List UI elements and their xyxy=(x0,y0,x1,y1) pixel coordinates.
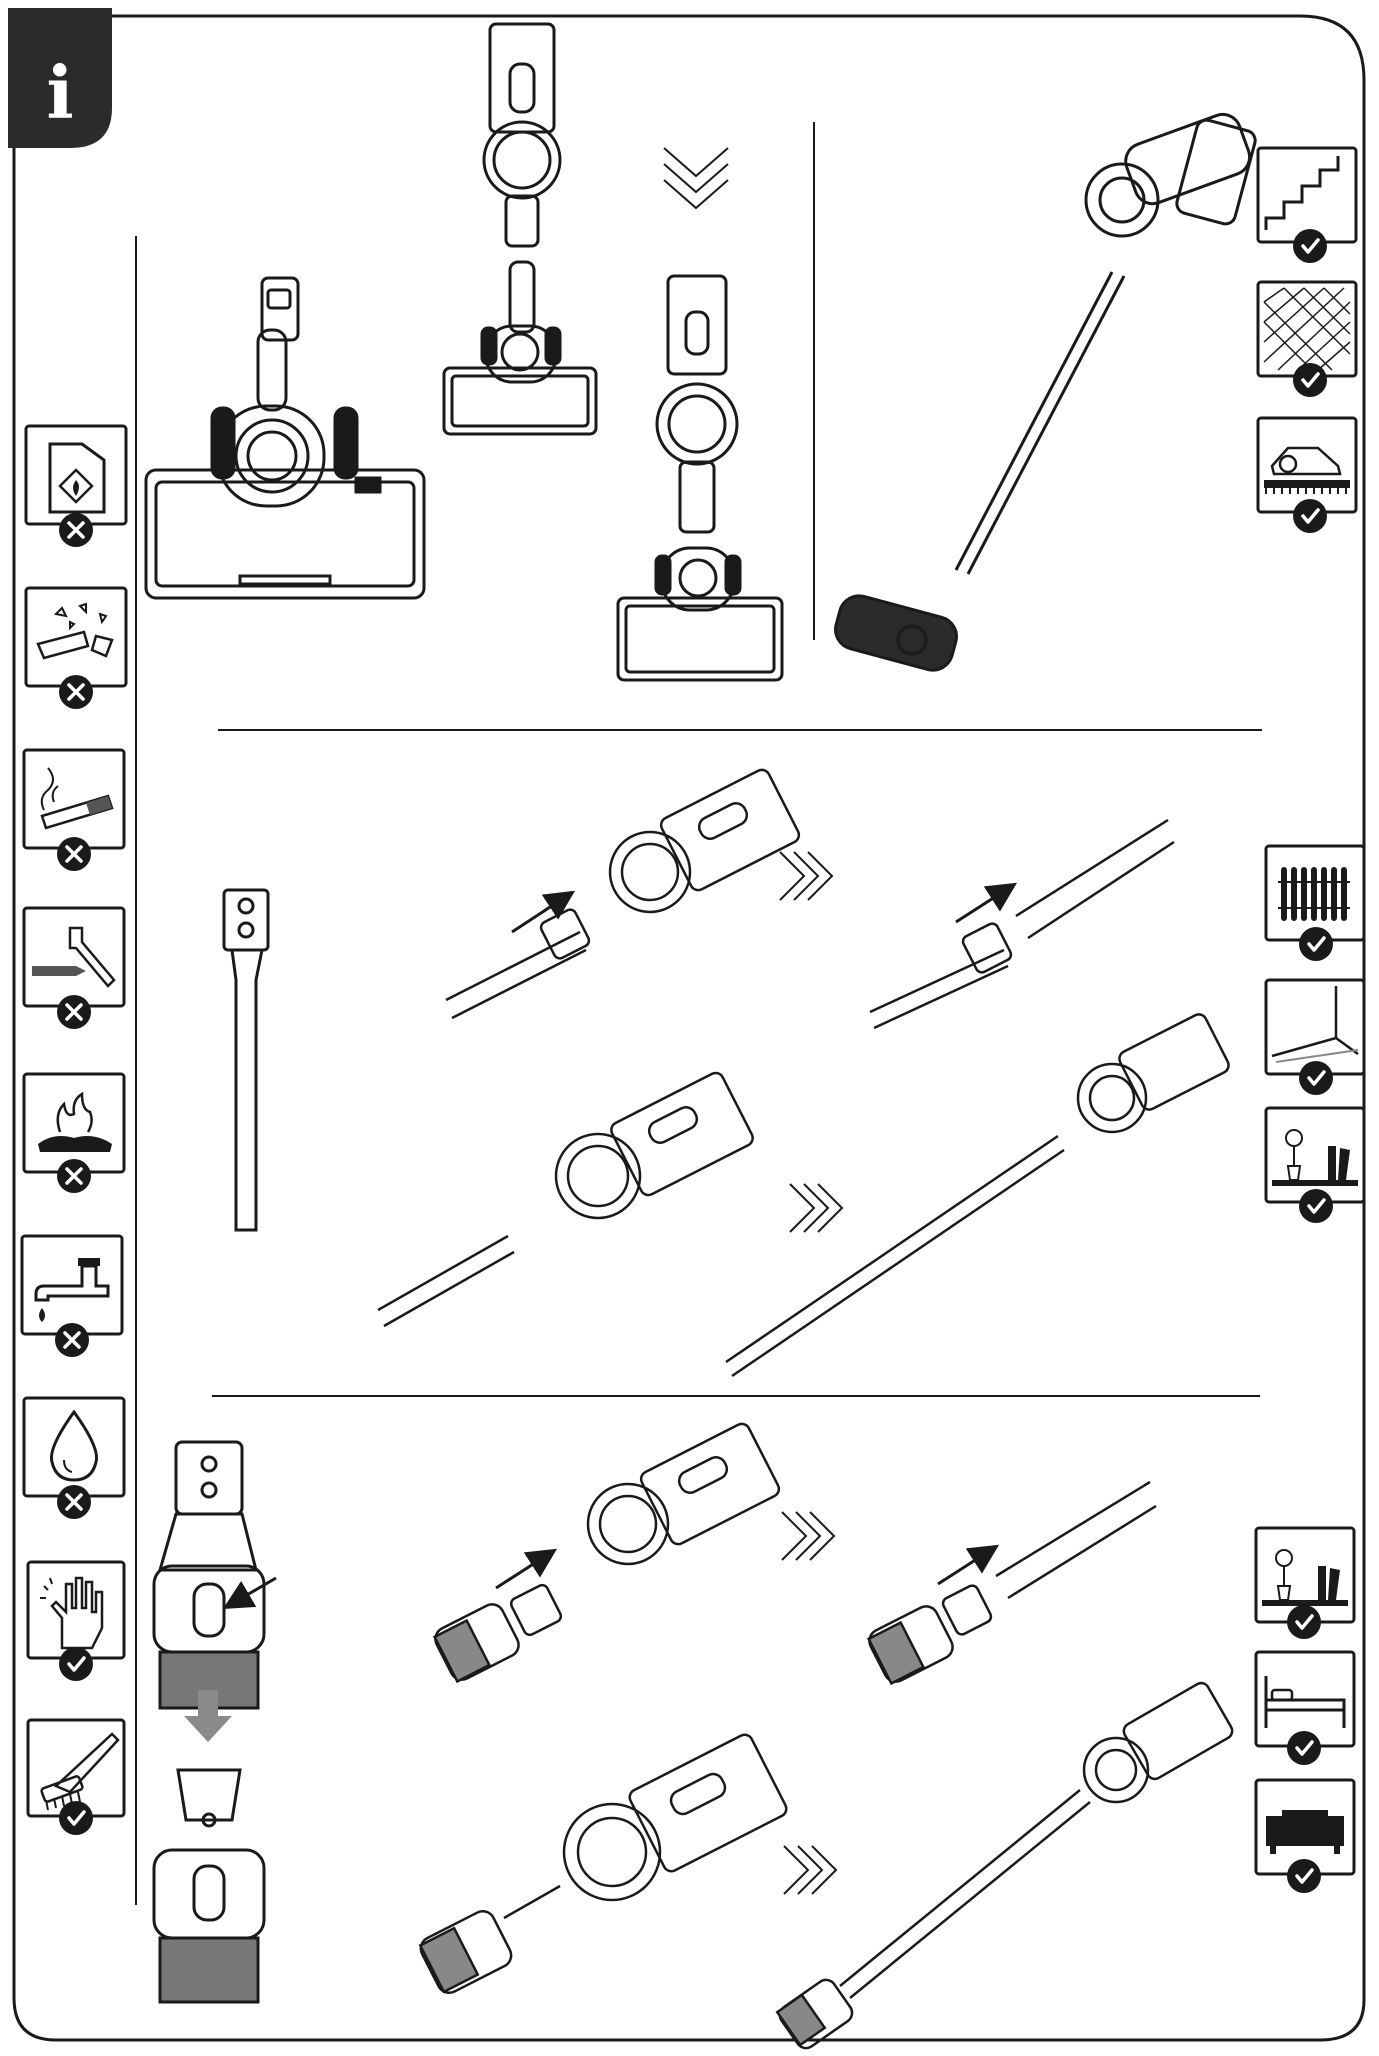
tube-insert-step-2 xyxy=(869,818,1175,1030)
extension-tube-vertical xyxy=(222,888,270,1232)
brush-insert-step-2 xyxy=(866,1480,1157,1686)
carpet-floor-icon xyxy=(1256,416,1358,514)
assembled-vacuum-vertical xyxy=(616,274,784,682)
shelf-icon xyxy=(1254,1526,1356,1624)
room-corner-icon xyxy=(1264,978,1366,1076)
chevron-right-2 xyxy=(789,1183,844,1233)
cross-icon xyxy=(57,1485,91,1519)
tube-assembled-step-2 xyxy=(725,1013,1230,1378)
tube-insert-step-1 xyxy=(445,768,801,1020)
stairs-icon xyxy=(1256,146,1358,244)
warnings-column xyxy=(20,424,128,1835)
check-icon xyxy=(59,1801,93,1835)
check-icon xyxy=(1299,927,1333,961)
page-frame xyxy=(12,14,1366,2042)
cross-icon xyxy=(57,837,91,871)
nail-screw-icon xyxy=(22,906,126,1008)
check-icon xyxy=(1293,229,1327,263)
info-badge: i xyxy=(8,8,112,148)
check-icon xyxy=(1299,1061,1333,1095)
water-tap-icon xyxy=(20,1234,124,1336)
cross-icon xyxy=(59,513,93,547)
check-icon xyxy=(1287,1731,1321,1765)
brush-assembled-step-1 xyxy=(418,1733,788,1994)
cross-icon xyxy=(59,675,93,709)
radiator-icon xyxy=(1264,844,1366,942)
check-icon xyxy=(1287,1859,1321,1893)
surfaces-top-column xyxy=(1256,146,1358,533)
broken-glass-icon xyxy=(24,586,128,688)
parquet-floor-icon xyxy=(1256,280,1358,378)
check-icon xyxy=(1293,363,1327,397)
floor-head-small xyxy=(442,260,598,436)
check-icon xyxy=(59,1647,93,1681)
cigarette-icon xyxy=(22,748,126,850)
chevron-right-1 xyxy=(779,851,834,901)
check-icon xyxy=(1299,1189,1333,1223)
flammable-liquid-icon xyxy=(24,424,128,526)
double-chevron-down xyxy=(663,147,729,210)
fire-ash-icon xyxy=(22,1072,126,1174)
chevron-right-4 xyxy=(783,1845,838,1895)
surfaces-middle-column xyxy=(1264,844,1366,1223)
check-icon xyxy=(1293,499,1327,533)
cross-icon xyxy=(55,1323,89,1357)
check-icon xyxy=(1287,1605,1321,1639)
floor-head-large xyxy=(144,276,426,600)
brush-insert-step-1 xyxy=(432,1422,781,1684)
brush-assembled-step-2 xyxy=(775,1681,1234,2050)
brush-nozzle-release xyxy=(152,1440,277,2004)
shelf-icon xyxy=(1264,1106,1366,1204)
cross-icon xyxy=(57,995,91,1029)
vacuum-in-use-diagonal xyxy=(834,112,1257,672)
tube-assembled-step-1 xyxy=(377,1071,754,1328)
cross-icon xyxy=(57,1159,91,1193)
liquid-drop-icon xyxy=(22,1396,126,1498)
info-icon: i xyxy=(46,50,73,135)
handheld-unit-top xyxy=(482,22,562,248)
chevron-right-3 xyxy=(781,1511,836,1561)
hand-icon xyxy=(26,1560,126,1660)
surfaces-bottom-column xyxy=(1254,1526,1356,1893)
